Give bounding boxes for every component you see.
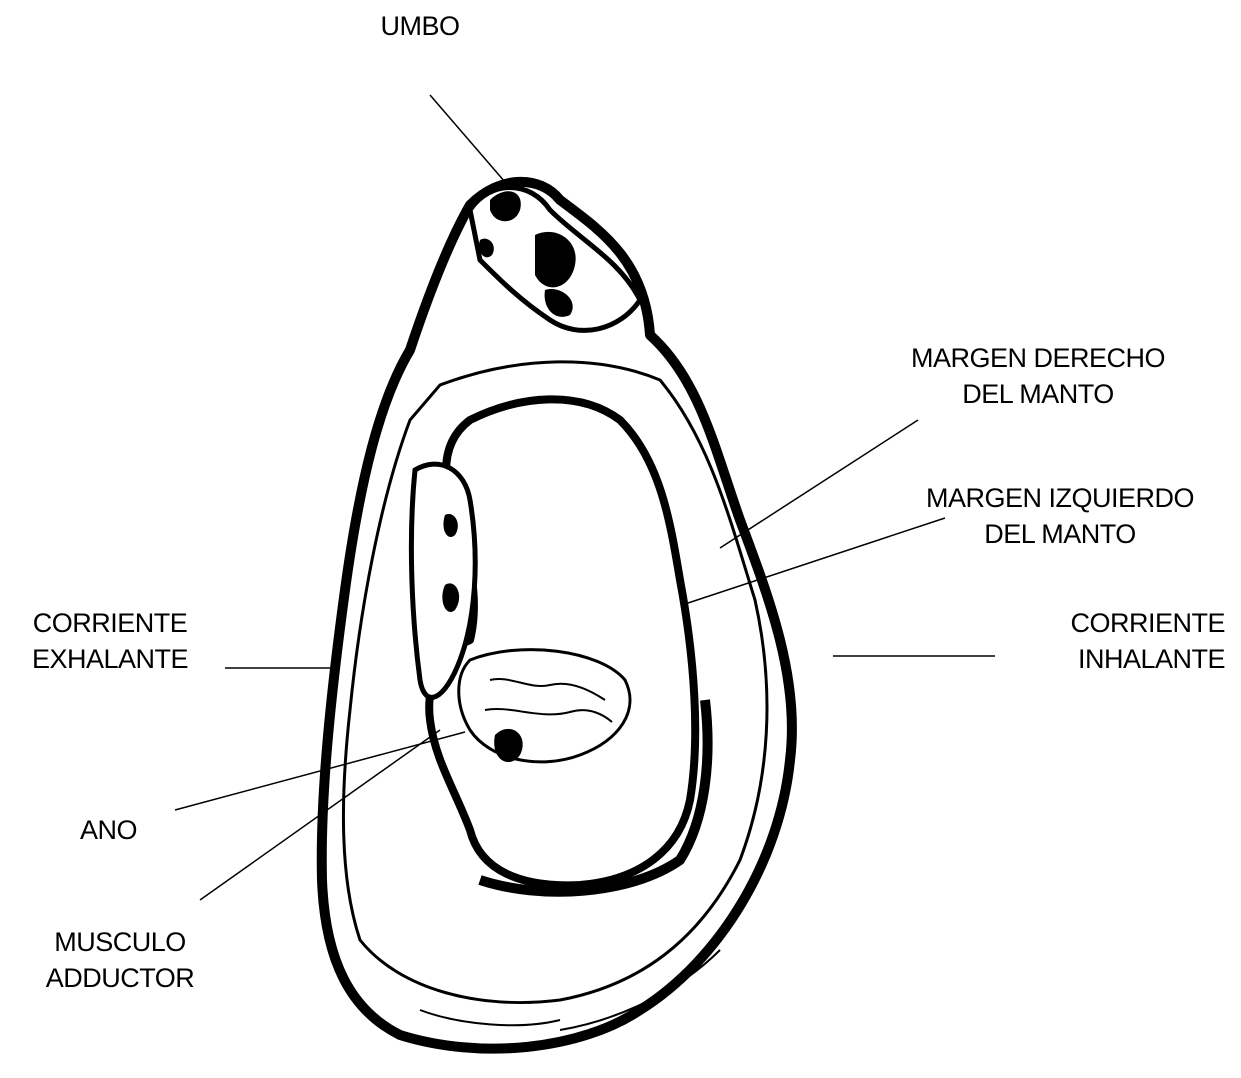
label-corriente-inhalante-line1: CORRIENTE (1010, 605, 1225, 641)
label-corriente-exhalante: CORRIENTE EXHALANTE (5, 605, 215, 677)
label-margen-derecho: MARGEN DERECHO DEL MANTO (878, 340, 1198, 412)
leader-margen-derecho (720, 420, 918, 548)
label-umbo: UMBO (370, 8, 470, 44)
leader-umbo (430, 95, 505, 182)
label-ano: ANO (80, 812, 137, 848)
visceral-mass (429, 399, 695, 885)
label-musculo-aductor: MUSCULO ADDUCTOR (20, 924, 220, 996)
label-corriente-exhalante-line1: CORRIENTE (5, 605, 215, 641)
label-musculo-aductor-line1: MUSCULO (20, 924, 220, 960)
label-corriente-inhalante: CORRIENTE INHALANTE (1010, 605, 1225, 677)
label-corriente-exhalante-line2: EXHALANTE (5, 641, 215, 677)
label-margen-izquierdo: MARGEN IZQUIERDO DEL MANTO (890, 480, 1230, 552)
label-corriente-inhalante-line2: INHALANTE (1010, 641, 1225, 677)
label-margen-derecho-line1: MARGEN DERECHO (878, 340, 1198, 376)
label-margen-izquierdo-line1: MARGEN IZQUIERDO (890, 480, 1230, 516)
label-margen-izquierdo-line2: DEL MANTO (890, 516, 1230, 552)
label-umbo-text: UMBO (370, 8, 470, 44)
label-ano-text: ANO (80, 812, 137, 848)
label-musculo-aductor-line2: ADDUCTOR (20, 960, 220, 996)
label-margen-derecho-line2: DEL MANTO (878, 376, 1198, 412)
